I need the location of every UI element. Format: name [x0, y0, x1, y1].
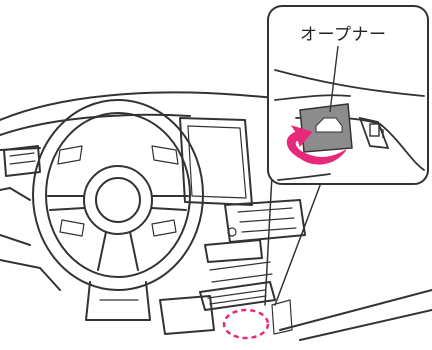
- hood-opener-lever: [300, 104, 352, 152]
- opener-location-highlight: [224, 310, 268, 338]
- callout-pointer: [265, 175, 322, 305]
- opener-label: オープナー: [300, 20, 386, 45]
- steering-column: [86, 282, 150, 320]
- center-console: [200, 200, 305, 310]
- steering-wheel: [33, 100, 203, 290]
